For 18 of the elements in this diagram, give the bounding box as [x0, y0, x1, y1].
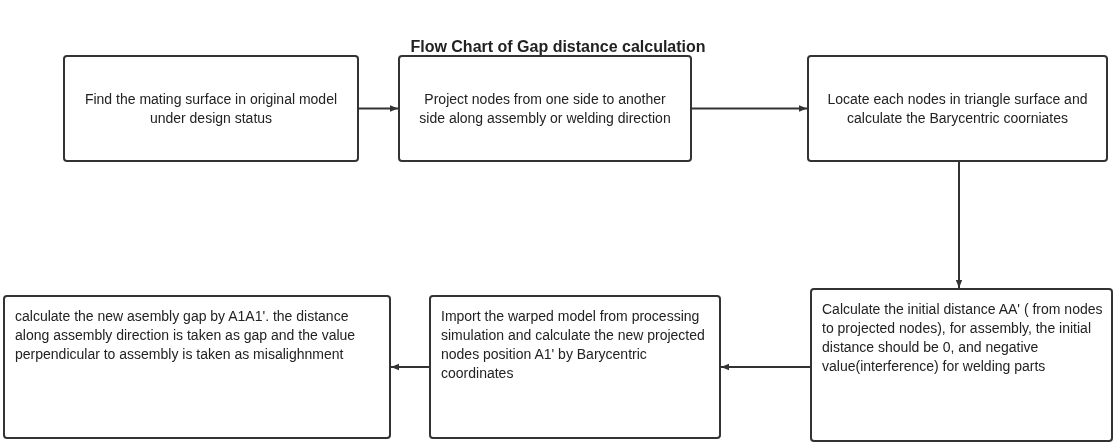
- arrow: [358, 105, 399, 112]
- step-text: Find the mating surface in original model under design status: [83, 89, 339, 128]
- process-box: [3, 295, 391, 439]
- arrow: [955, 161, 963, 289]
- step-text: calculate the new asembly gap by A1A1'. the distance along assembly direction is taken as gap and the value perpendicular to assembly is taken as misalighnment: [15, 307, 357, 364]
- arrow: [720, 363, 811, 371]
- process-box: [429, 295, 721, 439]
- process-box: [807, 55, 1108, 162]
- step-text: Calculate the initial distance AA' ( from nodes to projected nodes), for assembly, the initial distance should be 0, and negative value(interference) for welding parts: [822, 300, 1103, 376]
- process-box: [810, 288, 1113, 442]
- process-box: [398, 55, 692, 162]
- step-text: Locate each nodes in triangle surface and calculate the Barycentric coorniates: [826, 89, 1089, 128]
- process-box: [63, 55, 359, 162]
- step-text: Import the warped model from processing simulation and calculate the new projected nodes position A1' by Barycentric coordinates: [441, 307, 706, 383]
- arrow: [691, 105, 808, 112]
- chart-title: Flow Chart of Gap distance calculation: [409, 38, 707, 56]
- step-text: Project nodes from one side to another side along assembly or welding direction: [418, 89, 672, 128]
- arrow: [390, 363, 430, 371]
